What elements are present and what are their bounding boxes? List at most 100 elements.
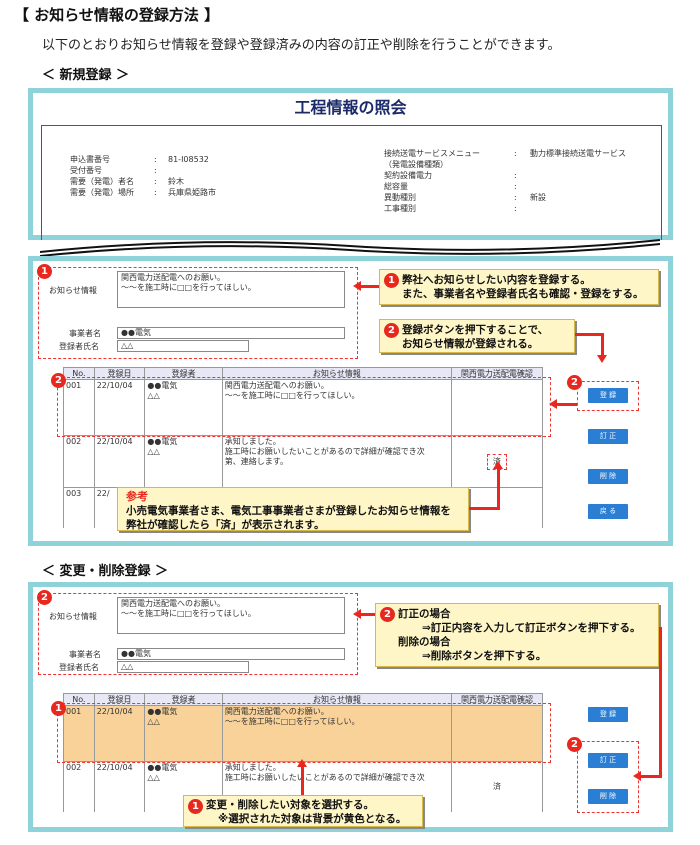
arrow-left-icon xyxy=(359,285,379,288)
form-highlight-box xyxy=(38,267,358,359)
selected-row-badge: 1 xyxy=(51,701,66,716)
correct-button[interactable]: 訂 正 xyxy=(588,429,628,444)
notice-textarea[interactable]: 関西電力送配電へのお願い。 ～～を施工時に□□を行ってほしい。 xyxy=(117,271,345,308)
callout-select-badge: 1 xyxy=(188,799,203,814)
section-edit-title: ＜ 変更・削除登録 ＞ xyxy=(42,564,169,579)
callout-1-line2: また、事業者名や登録者氏名も確認・登録をする。 xyxy=(402,288,644,300)
edit-buttons-highlight xyxy=(577,741,639,813)
col-notice: お知らせ情報 xyxy=(221,367,452,380)
label-application-no: 申込書番号 xyxy=(70,155,110,164)
company-label: 事業者名 xyxy=(69,329,101,338)
edit-correct-button[interactable]: 訂 正 xyxy=(588,753,628,768)
callout-edit-badge: 2 xyxy=(380,607,395,622)
label-contract-power: 契約設備電力 xyxy=(384,171,432,180)
edit-company-input[interactable]: ●●電気 xyxy=(117,648,345,660)
inquiry-frame: 工程情報の照会 申込書番号 受付番号 需要（発電）者名 需要（発電）場所 :::… xyxy=(28,88,673,240)
value-customer-name: 鈴木 xyxy=(168,177,184,186)
value-application-no: 81-I08532 xyxy=(168,155,209,164)
arrow-left-icon xyxy=(633,771,641,781)
label-work-type: 工事種別 xyxy=(384,204,416,213)
table-row-selected[interactable]: 001 22/10/04 ●●電気△△ 関西電力送配電へのお願い。～～を施工時に… xyxy=(63,705,543,762)
inquiry-left-values: 81-I08532 鈴木 兵庫県姫路市 xyxy=(168,154,288,198)
arrow-left-icon xyxy=(353,609,361,619)
arrow-down-icon xyxy=(597,355,607,363)
col-no: No. xyxy=(63,367,95,380)
inquiry-panel: 申込書番号 受付番号 需要（発電）者名 需要（発電）場所 :::: 81-I08… xyxy=(41,125,662,240)
edit-line3: 削除の場合 xyxy=(398,636,451,648)
registrant-input[interactable]: △△ xyxy=(117,340,249,352)
value-receipt-no xyxy=(168,165,288,176)
badge-1: 1 xyxy=(37,264,52,279)
label-receipt-no: 受付番号 xyxy=(70,166,102,175)
edit-form-highlight-box xyxy=(38,593,358,675)
edit-delete-frame: 2 お知らせ情報 関西電力送配電へのお願い。 ～～を施工時に□□を行ってほしい。… xyxy=(28,582,673,832)
table-row[interactable]: 002 22/10/04 ●●電気△△ 承知しました。施工時にお願いしたいことが… xyxy=(63,435,544,488)
row-highlight-box xyxy=(57,377,551,437)
label-change-type: 異動種別 xyxy=(384,193,416,202)
reference-line1: 小売電気事業者さま、電気工事事業者さまが登録したお知らせ情報を xyxy=(126,505,451,517)
inquiry-title: 工程情報の照会 xyxy=(294,98,407,117)
arrow-up-icon xyxy=(297,759,307,767)
section-new-title: ＜ 新規登録 ＞ xyxy=(42,68,130,83)
register-button-highlight xyxy=(577,381,639,411)
col-confirm: 関西電力送配電確認 xyxy=(450,367,544,380)
label-total-capacity: 総容量 xyxy=(384,182,408,191)
label-generation-type: （発電設備種類） xyxy=(384,160,448,169)
callout-select-target: 1 変更・削除したい対象を選択する。 ※選択された対象は背景が黄色となる。 xyxy=(183,795,423,827)
value-customer-location: 兵庫県姫路市 xyxy=(168,188,216,197)
notice-text-line1: 関西電力送配電へのお願い。 xyxy=(121,273,225,282)
notice-label: お知らせ情報 xyxy=(49,286,97,295)
arrow-connector-icon xyxy=(575,333,603,336)
edit-notice-textarea[interactable]: 関西電力送配電へのお願い。 ～～を施工時に□□を行ってほしい。 xyxy=(117,597,345,634)
intro-text: 以下のとおりお知らせ情報を登録や登録済みの内容の訂正や削除を行うことができます。 xyxy=(42,38,561,53)
inquiry-left-labels: 申込書番号 受付番号 需要（発電）者名 需要（発電）場所 xyxy=(70,154,210,198)
callout-2-line2: お知らせ情報が登録される。 xyxy=(402,338,539,350)
callout-edit-delete: 2 訂正の場合 ⇒訂正内容を入力して訂正ボタンを押下する。 削除の場合 ⇒削除ボ… xyxy=(375,603,659,667)
notice-text-line2: ～～を施工時に□□を行ってほしい。 xyxy=(121,283,256,292)
col-registrant: 登録者 xyxy=(144,367,223,380)
edit-buttons-badge: 2 xyxy=(567,737,582,752)
callout-register-content: 1 弊社へお知らせしたい内容を登録する。 また、事業者名や登録者氏名も確認・登録… xyxy=(379,269,659,305)
callout-2-badge: 2 xyxy=(384,323,399,338)
reference-callout: 参考 小売電気事業者さま、電気工事事業者さまが登録したお知らせ情報を 弊社が確認… xyxy=(117,487,469,531)
wave-break-icon xyxy=(40,239,660,257)
callout-2-line1: 登録ボタンを押下することで、 xyxy=(402,324,549,336)
label-customer-location: 需要（発電）場所 xyxy=(70,188,134,197)
value-service-menu: 動力標準接続送電サービス xyxy=(530,149,626,158)
button-badge-2: 2 xyxy=(567,375,582,390)
page-heading: 【 お知らせ情報の登録方法 】 xyxy=(14,6,220,24)
value-change-type: 新設 xyxy=(530,193,546,202)
arrow-left-icon xyxy=(549,399,557,409)
inquiry-right-values: 動力標準接続送電サービス 新設 xyxy=(530,148,660,203)
row-badge-2: 2 xyxy=(51,373,66,388)
edit-badge-2: 2 xyxy=(37,590,52,605)
callout-register-button: 2 登録ボタンを押下することで、 お知らせ情報が登録される。 xyxy=(379,319,575,353)
inquiry-left-colons: :::: xyxy=(154,155,157,197)
back-button[interactable]: 戻 る xyxy=(588,504,628,519)
reference-line2: 弊社が確認したら「済」が表示されます。 xyxy=(126,519,325,531)
select-line2: ※選択された対象は背景が黄色となる。 xyxy=(218,813,407,825)
edit-line4: ⇒削除ボタンを押下する。 xyxy=(422,650,547,662)
delete-button[interactable]: 削 除 xyxy=(588,469,628,484)
edit-delete-button[interactable]: 削 除 xyxy=(588,789,628,804)
arrow-up-icon xyxy=(493,461,503,469)
selected-row-highlight-box xyxy=(57,703,551,763)
edit-register-button[interactable]: 登 録 xyxy=(588,707,628,722)
edit-line1: 訂正の場合 xyxy=(398,608,451,620)
callout-1-badge: 1 xyxy=(384,273,399,288)
company-input[interactable]: ●●電気 xyxy=(117,327,345,339)
edit-line2: ⇒訂正内容を入力して訂正ボタンを押下する。 xyxy=(422,622,641,634)
registrant-label: 登録者氏名 xyxy=(59,342,99,351)
inquiry-right-labels: 接続送電サービスメニュー （発電設備種類） 契約設備電力 総容量 異動種別 工事… xyxy=(384,148,534,214)
inquiry-right-colons: ::::: xyxy=(514,149,517,213)
table-row[interactable]: 001 22/10/04 ●●電気△△ 関西電力送配電へのお願い。～～を施工時に… xyxy=(63,379,544,436)
edit-registrant-label: 登録者氏名 xyxy=(59,663,99,672)
edit-registrant-input[interactable]: △△ xyxy=(117,661,249,673)
select-line1: 変更・削除したい対象を選択する。 xyxy=(206,799,374,811)
reference-title: 参考 xyxy=(126,490,148,503)
edit-company-label: 事業者名 xyxy=(69,650,101,659)
label-service-menu: 接続送電サービスメニュー xyxy=(384,149,480,158)
callout-1-line1: 弊社へお知らせしたい内容を登録する。 xyxy=(402,274,591,286)
register-button[interactable]: 登 録 xyxy=(588,388,628,403)
label-customer-name: 需要（発電）者名 xyxy=(70,177,134,186)
